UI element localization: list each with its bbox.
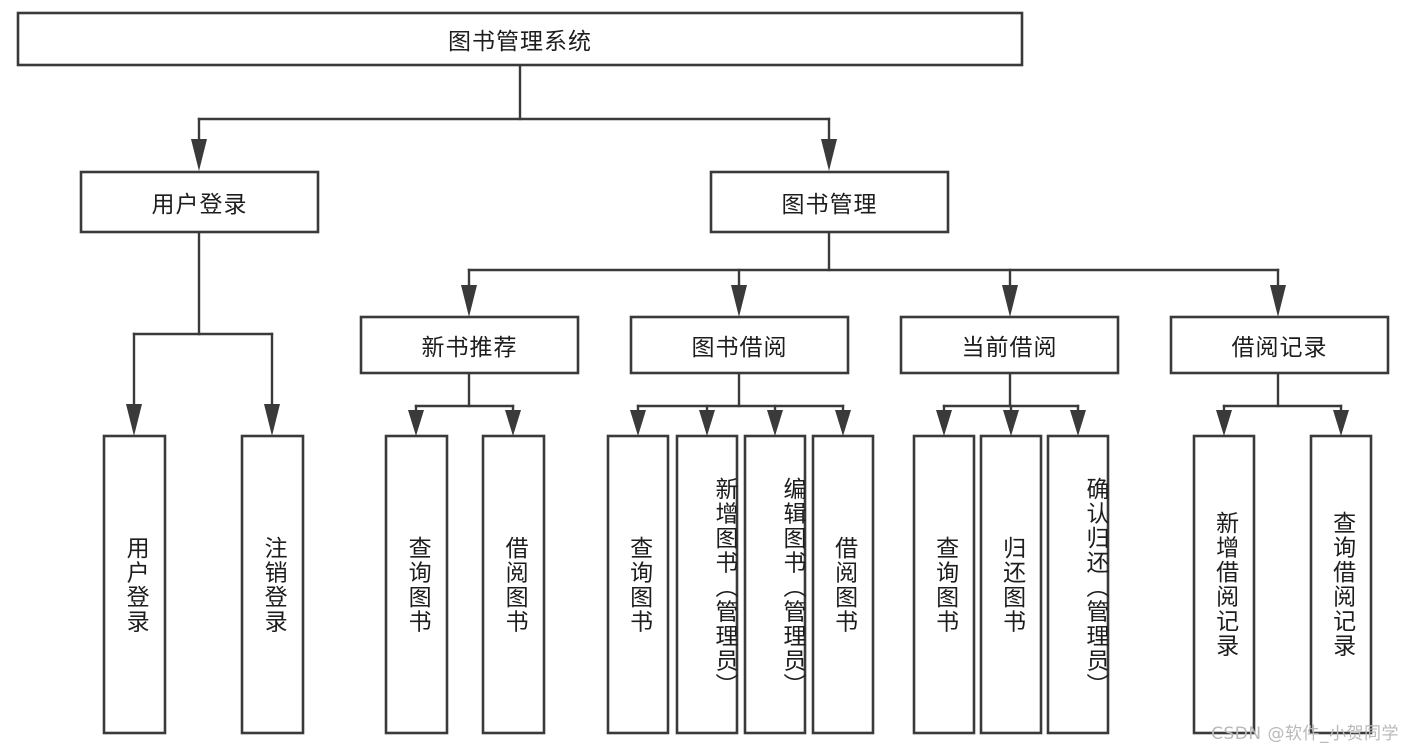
node-root[interactable] <box>16 11 1024 67</box>
connector-root-to-level2 <box>191 64 837 171</box>
leaf-book-borrow-2[interactable] <box>743 434 807 735</box>
leaf-book-borrow-0[interactable] <box>606 434 670 735</box>
leaf-borrow-record-1[interactable] <box>1309 434 1373 735</box>
leaf-current-borrow-2[interactable] <box>1046 434 1110 735</box>
node-book-borrow[interactable] <box>629 315 850 375</box>
connector-bookborrow-to-leaves <box>630 372 851 436</box>
connector-borrowrecord-to-leaves <box>1216 372 1349 436</box>
csdn-watermark: CSDN @软件_小贺同学 <box>1211 724 1399 744</box>
node-book-management[interactable] <box>709 170 950 234</box>
leaf-new-book-1[interactable] <box>481 434 546 735</box>
connector-newbook-to-leaves <box>408 372 521 436</box>
node-new-book-recommend[interactable] <box>359 315 580 375</box>
leaf-user-login-1[interactable] <box>240 434 305 735</box>
leaf-user-login-0[interactable] <box>102 434 167 735</box>
node-current-borrow[interactable] <box>899 315 1120 375</box>
leaf-book-borrow-3[interactable] <box>811 434 875 735</box>
leaf-current-borrow-0[interactable] <box>912 434 976 735</box>
connector-userlogin-to-leaves <box>126 231 280 436</box>
node-borrow-record[interactable] <box>1169 315 1390 375</box>
leaf-new-book-0[interactable] <box>384 434 449 735</box>
leaf-borrow-record-0[interactable] <box>1192 434 1256 735</box>
connector-currentborrow-to-leaves <box>936 372 1086 436</box>
leaf-current-borrow-1[interactable] <box>979 434 1043 735</box>
node-user-login[interactable] <box>79 170 320 234</box>
connector-bookmgmt-to-level3 <box>461 231 1286 317</box>
leaf-book-borrow-1[interactable] <box>675 434 739 735</box>
